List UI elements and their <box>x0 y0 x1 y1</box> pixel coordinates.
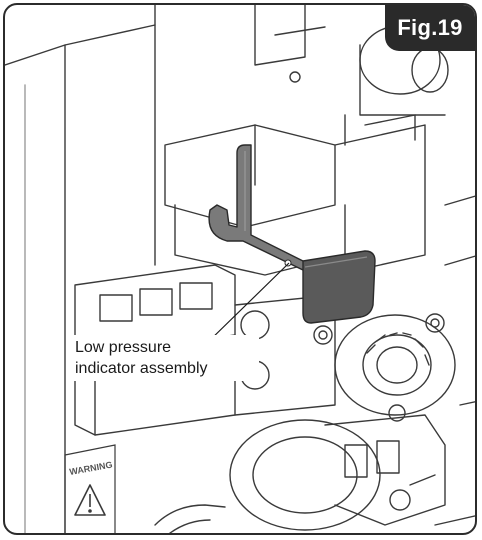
boiler-line-drawing: WARNING <box>5 5 475 533</box>
warning-text: WARNING <box>69 460 114 477</box>
warning-triangle-icon <box>74 484 106 516</box>
indicator-paddle <box>302 250 376 324</box>
figure-number-tag: Fig.19 <box>385 5 475 51</box>
figure-number-text: Fig.19 <box>397 15 463 40</box>
indicator-arm <box>208 144 308 272</box>
figure-frame: WARNING Fig.19 Low pressure indicator as… <box>3 3 477 535</box>
low-pressure-indicator-assembly <box>208 144 376 324</box>
callout-label: Low pressure indicator assembly <box>71 335 259 381</box>
callout-line-1: Low pressure <box>75 339 172 356</box>
callout-leader-line <box>204 262 290 346</box>
callout-line-2: indicator assembly <box>75 360 208 377</box>
warning-label <box>64 444 116 533</box>
